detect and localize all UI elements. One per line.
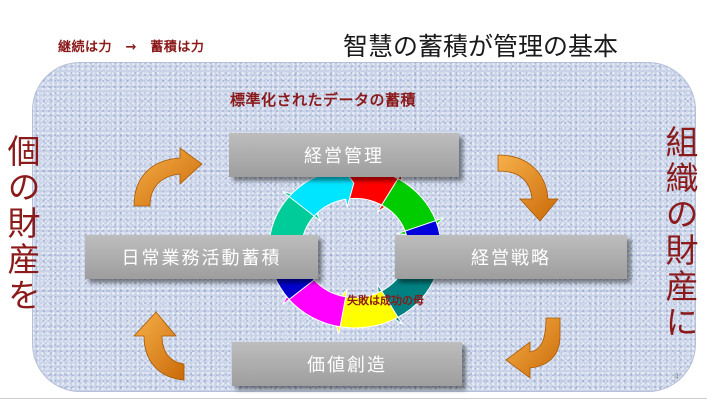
left-vertical-text: 個の財産を	[2, 134, 41, 314]
curved-arrow-icon	[497, 154, 559, 222]
panel-heading: 標準化されたデータの蓄積	[230, 91, 417, 109]
slide-title: 智慧の蓄積が管理の基本	[343, 32, 619, 61]
right-vertical-text: 組織の財産に	[660, 125, 699, 341]
daily-operations-box: 日常業務活動蓄積	[85, 235, 318, 279]
cycle-caption: 失敗は成功の母	[347, 294, 424, 307]
slogan: 継続は力 → 蓄積は力	[58, 40, 205, 55]
curved-arrow-icon	[133, 147, 203, 207]
value-creation-box: 価値創造	[232, 342, 462, 386]
curved-arrow-icon	[505, 317, 561, 379]
page-number: 4	[674, 372, 680, 381]
management-box: 経営管理	[229, 133, 459, 177]
strategy-box: 経営戦略	[395, 235, 627, 279]
content-panel	[32, 62, 696, 392]
divider	[0, 398, 707, 399]
curved-arrow-icon	[133, 311, 185, 381]
